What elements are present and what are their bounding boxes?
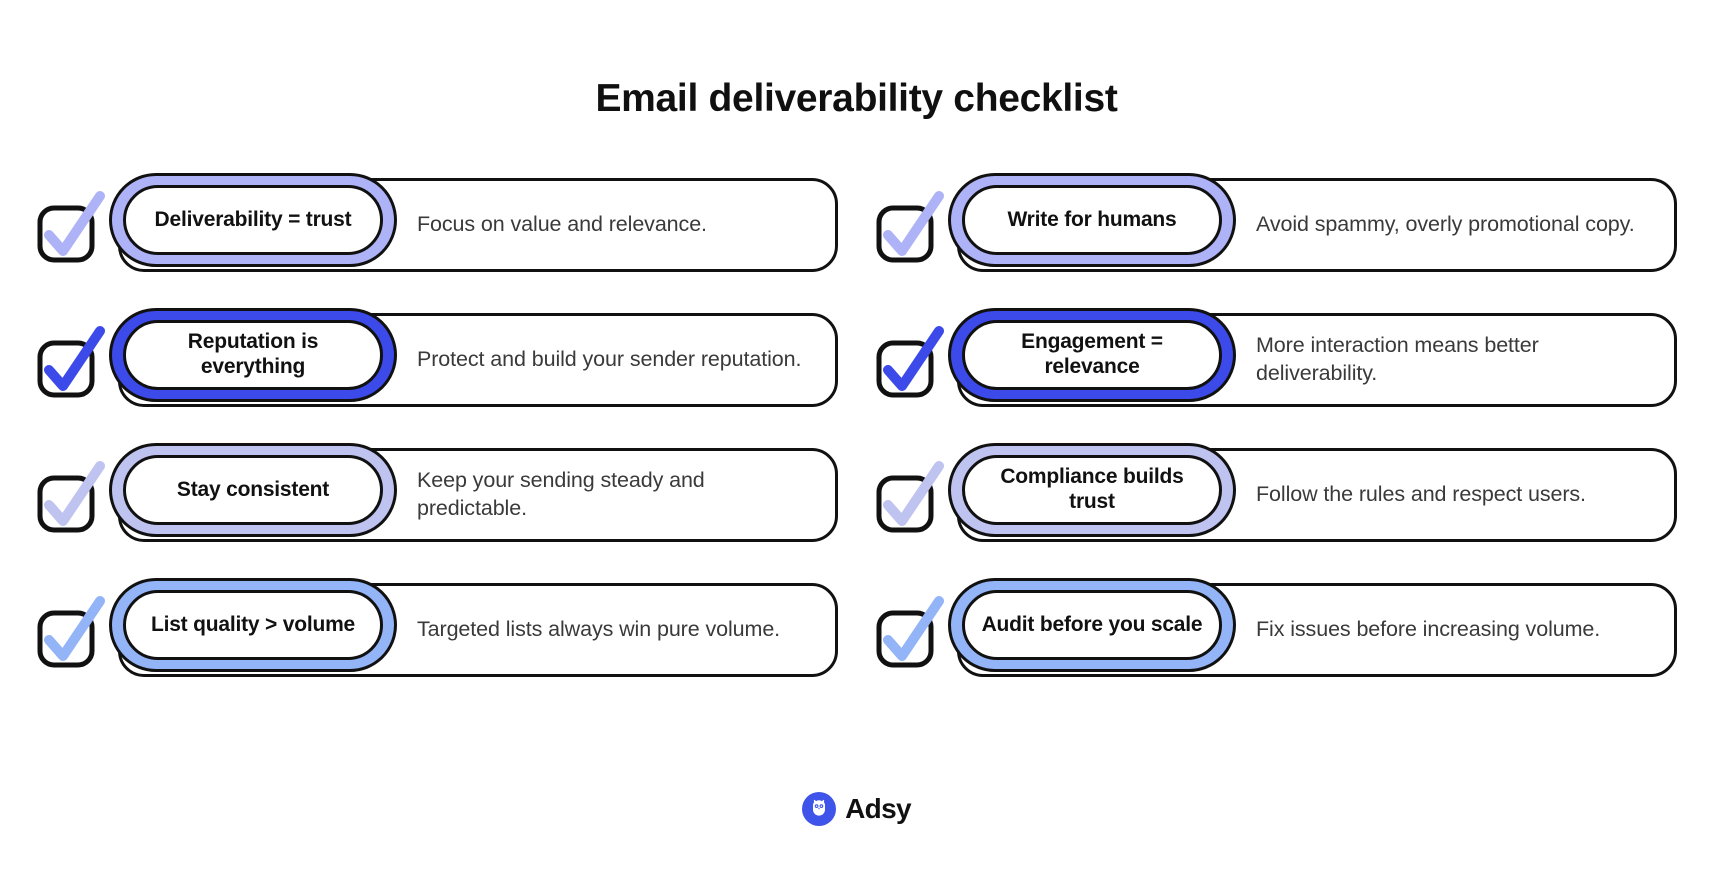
footer-branding: Adsy	[0, 792, 1713, 826]
checkbox-checked-icon[interactable]	[36, 190, 105, 266]
checklist-card: Stay consistent Keep your sending steady …	[109, 443, 838, 542]
checklist-description: Fix issues before increasing volume.	[1256, 617, 1601, 642]
checklist-pill-label: Stay consistent	[176, 477, 330, 501]
checklist-description: Protect and build your sender reputation…	[417, 347, 802, 372]
checklist-pill-inner: Reputation is everything	[123, 320, 383, 390]
checklist-row: Write for humans Avoid spammy, overly pro…	[875, 173, 1677, 282]
checklist-pill[interactable]: Write for humans	[948, 173, 1236, 267]
checklist-pill[interactable]: Audit before you scale	[948, 578, 1236, 672]
checklist-pill[interactable]: Stay consistent	[109, 443, 397, 537]
checklist-card: Compliance builds trust Follow the rules …	[948, 443, 1677, 542]
checklist-pill[interactable]: Compliance builds trust	[948, 443, 1236, 537]
checkbox-checked-icon[interactable]	[875, 460, 944, 536]
checklist-row: Deliverability = trust Focus on value and…	[36, 173, 838, 282]
checklist-card: List quality > volume Targeted lists alwa…	[109, 578, 838, 677]
checklist-pill-label: Reputation is everything	[187, 330, 319, 378]
checklist-row: Audit before you scale Fix issues before …	[875, 578, 1677, 687]
checklist-card: Deliverability = trust Focus on value and…	[109, 173, 838, 272]
checklist-row: Compliance builds trust Follow the rules …	[875, 443, 1677, 552]
checkbox-checked-icon[interactable]	[36, 460, 105, 536]
checkbox-checked-icon[interactable]	[875, 325, 944, 401]
checklist-card: Audit before you scale Fix issues before …	[948, 578, 1677, 677]
checklist-description: Follow the rules and respect users.	[1256, 482, 1586, 507]
page-title: Email deliverability checklist	[595, 77, 1118, 120]
checklist-pill-inner: Engagement = relevance	[962, 320, 1222, 390]
checklist-pill[interactable]: Engagement = relevance	[948, 308, 1236, 402]
checklist-description: More interaction means better deliverabi…	[1256, 333, 1539, 385]
checkbox-checked-icon[interactable]	[875, 595, 944, 671]
checklist-pill[interactable]: Reputation is everything	[109, 308, 397, 402]
checklist-card: Engagement = relevance More interaction m…	[948, 308, 1677, 407]
checklist-description: Keep your sending steady and predictable…	[417, 468, 705, 520]
checklist-pill-inner: Compliance builds trust	[962, 455, 1222, 525]
checklist-row: List quality > volume Targeted lists alwa…	[36, 578, 838, 687]
checklist-pill-label: List quality > volume	[150, 612, 356, 636]
checklist-pill-label: Audit before you scale	[981, 612, 1203, 636]
checklist-pill-inner: Write for humans	[962, 185, 1222, 255]
checklist-pill[interactable]: List quality > volume	[109, 578, 397, 672]
checklist-description: Targeted lists always win pure volume.	[417, 617, 781, 642]
checklist-pill-inner: List quality > volume	[123, 590, 383, 660]
checklist-row: Stay consistent Keep your sending steady …	[36, 443, 838, 552]
checklist-pill-inner: Audit before you scale	[962, 590, 1222, 660]
brand-name: Adsy	[845, 793, 911, 824]
checklist-grid: Deliverability = trust Focus on value and…	[36, 173, 1677, 687]
checkbox-checked-icon[interactable]	[36, 325, 105, 401]
checklist-pill-inner: Stay consistent	[123, 455, 383, 525]
checkbox-checked-icon[interactable]	[875, 190, 944, 266]
owl-logo-icon	[802, 792, 837, 826]
checklist-pill[interactable]: Deliverability = trust	[109, 173, 397, 267]
checkbox-checked-icon[interactable]	[36, 595, 105, 671]
checklist-description: Avoid spammy, overly promotional copy.	[1256, 212, 1635, 237]
checklist-row: Engagement = relevance More interaction m…	[875, 308, 1677, 417]
checklist-pill-label: Deliverability = trust	[154, 207, 352, 231]
checklist-pill-label: Write for humans	[1007, 207, 1177, 231]
checklist-pill-label: Compliance builds trust	[1000, 465, 1184, 513]
checklist-pill-label: Engagement = relevance	[1021, 330, 1163, 378]
checklist-pill-inner: Deliverability = trust	[123, 185, 383, 255]
checklist-card: Write for humans Avoid spammy, overly pro…	[948, 173, 1677, 272]
checklist-description: Focus on value and relevance.	[417, 212, 707, 237]
checklist-row: Reputation is everything Protect and buil…	[36, 308, 838, 417]
checklist-card: Reputation is everything Protect and buil…	[109, 308, 838, 407]
